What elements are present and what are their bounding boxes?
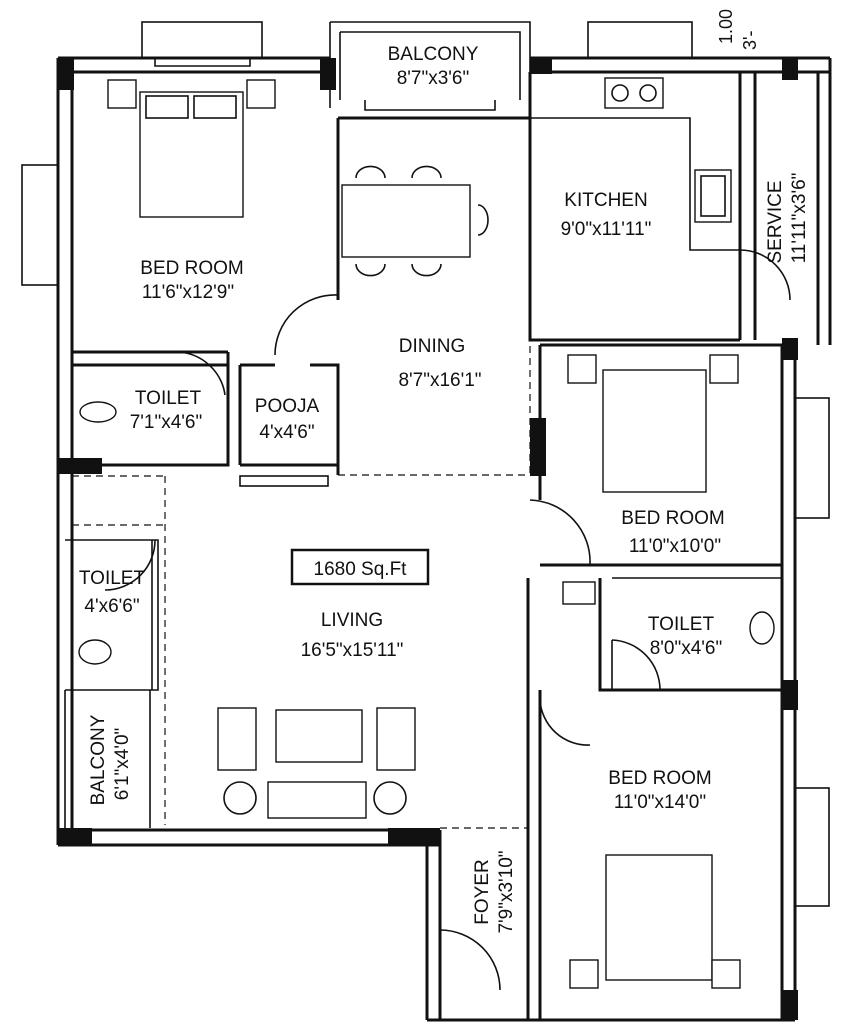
windows [21,21,830,907]
dining-name: DINING [399,336,466,357]
bedroom-2-name: BED ROOM [621,508,724,529]
toilet-3-size: 8'0"x4'6" [650,638,723,659]
bedroom-1-name: BED ROOM [140,258,243,279]
area-label: 1680 Sq.Ft [314,559,408,580]
toilet-2-name: TOILET [79,568,146,589]
living-name: LIVING [321,610,383,631]
dining-size: 8'7"x16'1" [398,370,481,391]
pooja-size: 4'x4'6" [259,422,314,443]
kitchen-size: 9'0"x11'11" [561,219,652,240]
balcony-top-name: BALCONY [388,44,479,65]
sink-icon [694,169,732,223]
service-name: SERVICE [765,180,786,263]
foyer-name: FOYER [472,859,493,924]
interior-walls [64,21,783,1020]
stove-icon [604,77,664,109]
bed-icon-2 [567,354,739,493]
service-size: 11'11"x3'6" [789,173,810,264]
bedroom-3-name: BED ROOM [608,768,711,789]
bedroom-2-size: 11'0"x10'0" [629,536,721,557]
bed-icon-3 [569,854,741,989]
pooja-name: POOJA [255,396,320,417]
columns [58,58,798,1020]
door-swings [104,249,791,991]
dining-table-icon [341,165,489,277]
area-box [290,548,430,586]
top-dimension-b: 3'- [740,31,760,50]
kitchen-name: KITCHEN [564,190,647,211]
balcony-left-size: 6'1"x4'0" [112,728,133,801]
bedroom-3-size: 11'0"x14'0" [614,792,706,813]
toilet-2-size: 4'x6'6" [84,596,139,617]
top-dimension-a: 1.00 [716,9,736,44]
living-size: 16'5"x15'11" [301,640,404,661]
bed-icon [107,79,276,218]
toilet-icon [78,401,775,665]
bedroom-1-size: 11'6"x12'9" [142,282,234,303]
toilet-3-name: TOILET [648,614,715,635]
foyer-size: 7'9"x3'10" [496,850,517,933]
toilet-1-name: TOILET [135,388,202,409]
sofa-icon [217,707,416,819]
balcony-top-size: 8'7"x3'6" [397,68,470,89]
toilet-1-size: 7'1"x4'6" [130,412,203,433]
balcony-left-name: BALCONY [88,714,109,805]
